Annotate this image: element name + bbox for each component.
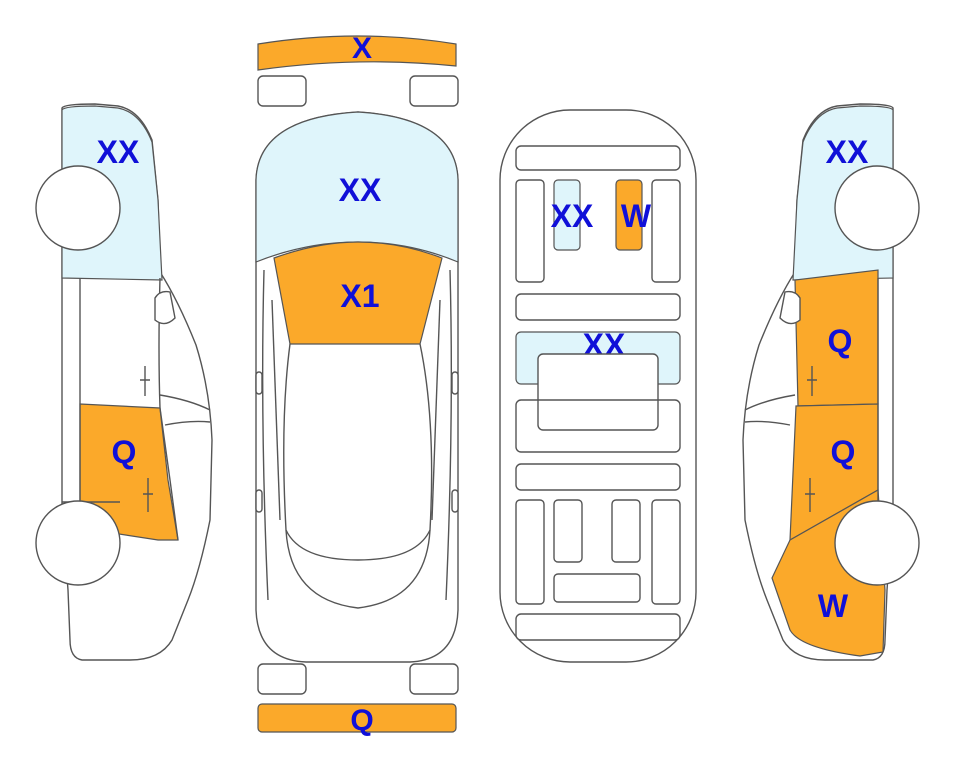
right-side-view: XX Q Q W — [742, 103, 920, 661]
left-front-wheel — [35, 165, 121, 251]
rear-bumper-label: Q — [350, 704, 373, 737]
windshield-label: XX — [339, 172, 382, 208]
left-glass-label: XX — [97, 134, 140, 170]
top-view: X XX X1 Q — [255, 32, 459, 737]
right-glass-label: XX — [826, 134, 869, 170]
interior-rear-right-damage — [615, 179, 643, 251]
right-front-fender-label: W — [818, 588, 849, 624]
left-side-view: XX Q — [35, 103, 213, 661]
interior-rear-left-glass — [553, 179, 581, 251]
right-rear-door-label: Q — [828, 323, 853, 359]
left-rear-door-label: Q — [112, 434, 137, 470]
interior-rear-right-label: W — [621, 198, 652, 234]
front-bumper-label: X — [352, 32, 372, 65]
right-front-door-label: Q — [831, 434, 856, 470]
front-bumper-damage — [257, 35, 457, 71]
hood-damage — [273, 241, 443, 345]
hood-label: X1 — [340, 278, 379, 314]
right-front-wheel — [834, 500, 920, 586]
rear-bumper-damage — [257, 703, 457, 733]
right-rear-wheel — [834, 165, 920, 251]
interior-view: XX W XX — [499, 109, 697, 663]
left-rear-wheel — [35, 500, 121, 586]
interior-rear-left-label: XX — [551, 198, 594, 234]
